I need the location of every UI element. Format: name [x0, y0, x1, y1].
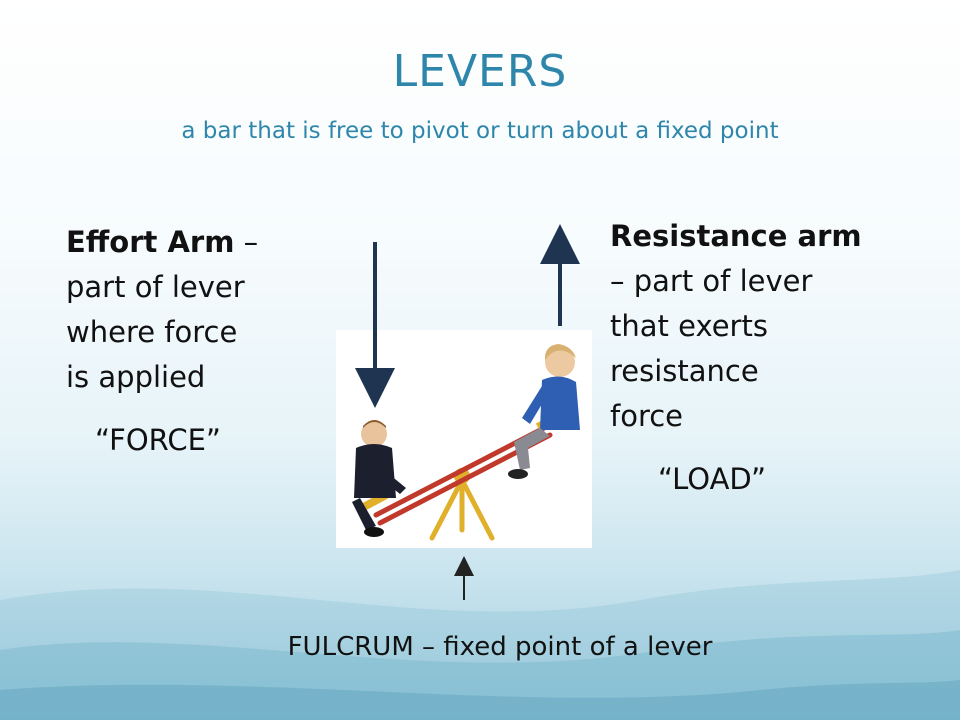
resistance-arm-term: Resistance arm	[610, 219, 862, 253]
left-child	[352, 420, 406, 537]
resistance-arm-line: that exerts	[610, 309, 768, 343]
load-label: “LOAD”	[658, 462, 766, 496]
resistance-arm-line: resistance	[610, 354, 759, 388]
resistance-arm-line: – part of lever	[610, 264, 813, 298]
resistance-arm-definition: Resistance arm – part of lever that exer…	[610, 214, 900, 439]
effort-arm-line: is applied	[66, 360, 206, 394]
slide-title: LEVERS	[392, 46, 568, 97]
seesaw-photo	[336, 330, 592, 548]
resistance-arm-line: force	[610, 399, 684, 433]
fulcrum-stand	[429, 477, 495, 541]
effort-arm-dash: –	[234, 225, 259, 259]
effort-arm-line: part of lever	[66, 270, 245, 304]
slide-subtitle: a bar that is free to pivot or turn abou…	[181, 118, 779, 144]
seesaw-children-icon	[352, 344, 580, 541]
force-label: “FORCE”	[95, 423, 221, 457]
fulcrum-caption: FULCRUM – fixed point of a lever	[287, 632, 713, 662]
right-child	[508, 344, 580, 479]
effort-arm-term: Effort Arm	[66, 225, 235, 259]
effort-arm-line: where force	[66, 315, 238, 349]
effort-arm-definition: Effort Arm – part of lever where force i…	[66, 220, 326, 400]
